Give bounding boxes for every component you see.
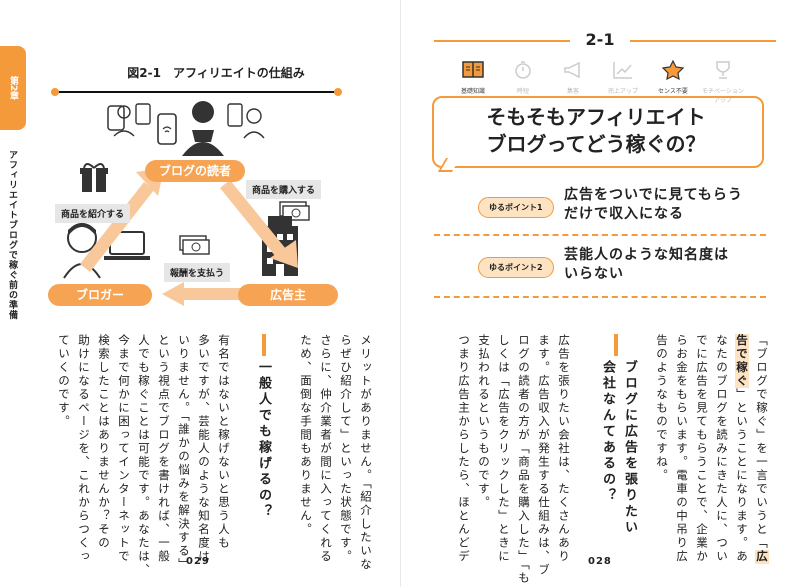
body-column: 人でも稼ぐことは可能です。あなたは、 xyxy=(137,334,151,577)
body-column: ため、面倒な手間もありません。 xyxy=(299,334,313,537)
page-number: 028 xyxy=(588,556,612,567)
page-number: 029 xyxy=(186,556,210,567)
body-column: 有名ではないと稼げないと思う人も xyxy=(217,334,231,550)
point-2-line-2: いらない xyxy=(564,266,624,282)
money-icon-lower xyxy=(179,235,210,255)
title-line-2: ブログってどう稼ぐの？ xyxy=(486,132,706,156)
body-column: さらに、仲介業者が間に入ってくれる xyxy=(319,334,333,564)
figure-title: 図2-1 アフィリエイトの仕組み xyxy=(127,66,305,80)
point-2-badge: ゆるポイント2 xyxy=(478,257,554,278)
icon-label: センス不要 xyxy=(658,88,688,95)
chart-up-icon xyxy=(613,62,632,79)
icon-item-sense: センス不要 xyxy=(650,59,696,95)
gift-icon xyxy=(80,163,108,192)
tag-purchase-product: 商品を購入する xyxy=(246,180,322,199)
cup-icon xyxy=(716,61,730,79)
blogger-person-icon xyxy=(63,223,101,279)
body-column: ていくのです。 xyxy=(57,334,71,429)
advertiser-label: 広告主 xyxy=(238,284,338,306)
body-column: 検索したことはありませんか？その xyxy=(97,334,111,550)
section-heading: 一般人でも稼げるの？ xyxy=(256,360,271,520)
reader-people-icon xyxy=(107,101,265,156)
body-column: らお金をもらいます。電車の中吊り広 xyxy=(675,334,689,564)
chapter-title: アフィリエイトブログで稼ぐ前の準備 xyxy=(7,150,17,320)
icon-item-sales: 売上アップ xyxy=(600,60,646,95)
heading-accent-bar xyxy=(614,334,618,356)
title-bubble xyxy=(432,96,764,168)
icon-item-basic: 基礎知識 xyxy=(450,60,496,95)
body-column: 「ブログで稼ぐ」を一言でいうと「広 xyxy=(752,334,772,564)
chapter-tab: 第2章 xyxy=(0,46,26,130)
body-column: 多いですが、芸能人のような知名度は xyxy=(197,334,211,564)
point-2-text: 芸能人のような知名度は いらない xyxy=(564,246,729,284)
rule-dot-left xyxy=(51,88,59,96)
heading-accent-bar xyxy=(262,334,266,356)
star-icon xyxy=(661,59,685,81)
tag-pay-reward: 報酬を支払う xyxy=(164,263,231,282)
page-title: そもそもアフィリエイト ブログってどう稼ぐの？ xyxy=(432,104,760,158)
point-1-line-2: だけで収入になる xyxy=(564,206,684,222)
body-column: 今まで何かに困ってインターネットで xyxy=(117,334,131,564)
points-divider xyxy=(434,234,766,236)
body-column: 支払われるというものです。 xyxy=(477,334,491,510)
megaphone-icon xyxy=(564,61,580,79)
point-1-text: 広告をついでに見てもらう だけで収入になる xyxy=(564,186,743,224)
section-rule-right xyxy=(630,40,776,42)
body-column: 告のようなものですね。 xyxy=(655,334,669,483)
body-column: 助けになるページを、これからつくっ xyxy=(77,334,91,564)
section-heading: ブログに広告を張りたい 会社なんてあるの？ xyxy=(600,360,637,536)
section-number: 2-1 xyxy=(570,30,630,49)
laptop-icon xyxy=(104,231,150,260)
highlight-text: 広 xyxy=(755,550,769,564)
title-line-1: そもそもアフィリエイト xyxy=(486,105,706,129)
points-divider-bottom xyxy=(434,296,766,298)
point-2-line-1: 芸能人のような知名度は xyxy=(564,247,729,263)
icon-item-timesave: 時短 xyxy=(500,60,546,95)
body-column: 告で稼ぐ」ということになります。あ xyxy=(732,334,752,564)
highlight-text: 告で稼ぐ xyxy=(735,334,749,388)
body-text: 」ということになります。あ xyxy=(735,388,749,564)
icon-label: 基礎知識 xyxy=(460,88,485,95)
body-column: なたのブログを読みにきた人に、つい xyxy=(715,334,729,564)
arrow-reader-to-advertiser xyxy=(220,180,298,268)
body-text: 「ブログで稼ぐ」を一言でいうと「 xyxy=(755,334,769,550)
icon-label: 集客 xyxy=(566,88,579,95)
point-1-badge: ゆるポイント1 xyxy=(478,197,554,218)
tag-introduce-product: 商品を紹介する xyxy=(55,204,131,223)
icon-item-traffic: 集客 xyxy=(550,60,596,95)
book-icon xyxy=(462,61,484,78)
figure-title-rule xyxy=(51,88,342,96)
timer-icon xyxy=(515,61,531,79)
body-column: 広告を張りたい会社は、たくさんあり xyxy=(557,334,571,564)
body-column: でに広告を見てもらうことで、企業か xyxy=(695,334,709,564)
reader-label: ブログの読者 xyxy=(145,160,245,182)
affiliate-diagram xyxy=(63,101,310,306)
point-1-line-1: 広告をついでに見てもらう xyxy=(564,187,743,203)
section-rule-left xyxy=(434,40,570,42)
body-column: しくは「広告をクリックした」ときに xyxy=(497,334,511,564)
body-column: ログの読者の方が「商品を購入した」「も xyxy=(517,334,531,585)
arrow-advertiser-to-blogger xyxy=(162,282,244,306)
body-column: いりません。「誰かの悩みを解決する」 xyxy=(177,334,191,572)
body-column: メリットがありません。「紹介したいな xyxy=(359,334,373,572)
body-column: らぜひ紹介して」といった状態です。 xyxy=(339,334,353,564)
body-column: という視点でブログを書ければ、一般 xyxy=(157,334,171,564)
icon-label: 時短 xyxy=(516,88,529,95)
icon-label: 売上アップ xyxy=(607,88,638,95)
body-column: ます。広告収入が発生する仕組みは、ブ xyxy=(537,334,551,577)
rule-dot-right xyxy=(334,88,342,96)
icon-item-motivation: モチベーションアップ xyxy=(700,60,746,104)
icon-label: モチベーションアップ xyxy=(702,88,744,104)
body-column: つまり広告主からしたら、ほとんどデ xyxy=(457,334,471,564)
page-gutter xyxy=(400,0,401,587)
blogger-label: ブロガー xyxy=(48,284,152,306)
